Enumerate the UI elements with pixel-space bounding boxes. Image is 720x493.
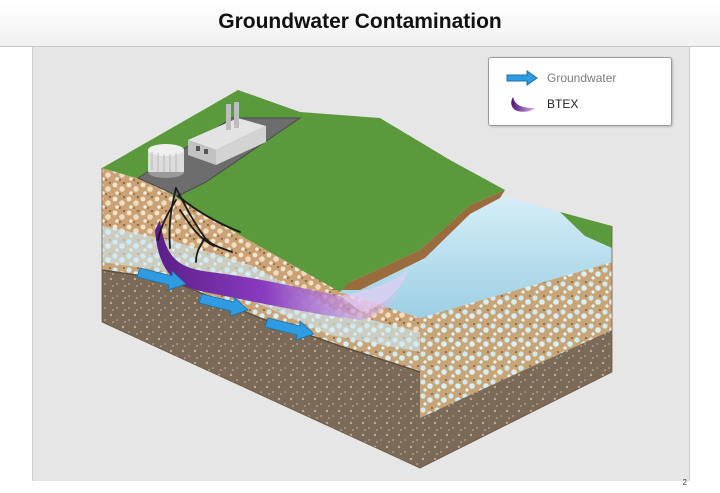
factory-building	[188, 102, 266, 165]
river	[340, 196, 612, 318]
legend-item-btex: BTEX	[505, 93, 578, 115]
groundwater-arrow	[136, 267, 187, 291]
legend-item-groundwater: Groundwater	[505, 67, 616, 89]
groundwater-arrow	[264, 317, 315, 341]
soil-layer	[102, 168, 420, 332]
blue-arrow-icon	[506, 70, 538, 86]
storage-tank	[148, 144, 184, 178]
page-number: 2	[682, 478, 687, 487]
btex-plume	[155, 220, 400, 320]
slide-title: Groundwater Contamination	[218, 10, 502, 33]
block-right-bedrock	[420, 330, 612, 468]
title-bar: Groundwater Contamination	[0, 0, 720, 47]
groundwater-arrow	[198, 293, 249, 317]
groundwater-flow-arrows	[136, 267, 315, 341]
legend-label-btex: BTEX	[547, 97, 579, 111]
river-bank	[330, 190, 505, 290]
grass-far-bank	[560, 212, 612, 248]
legend-label-groundwater: Groundwater	[547, 71, 617, 85]
contamination-roots	[157, 187, 241, 263]
purple-plume-icon	[511, 97, 535, 112]
legend: Groundwater BTEX	[488, 57, 672, 126]
bedrock-layer	[102, 270, 420, 468]
